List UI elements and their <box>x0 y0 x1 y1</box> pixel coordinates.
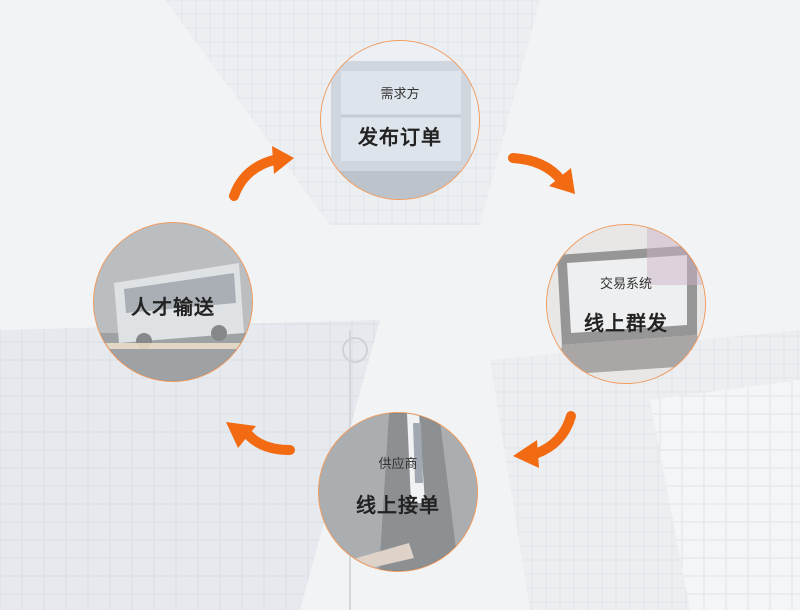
bus-photo <box>94 223 252 381</box>
office-photo <box>321 41 479 199</box>
flow-arrow-top-right <box>508 153 575 194</box>
laptop-photo <box>547 225 705 383</box>
step-node-online-accept: 供应商 线上接单 <box>318 412 478 572</box>
step-subtitle: 交易系统 <box>599 277 652 292</box>
step-title: 发布订单 <box>358 125 442 149</box>
step-title: 线上群发 <box>584 311 668 335</box>
step-title: 线上接单 <box>356 493 440 517</box>
handshake-photo <box>319 413 477 571</box>
step-node-talent-delivery: 人才输送 <box>93 222 253 382</box>
step-node-publish-order: 需求方 发布订单 <box>320 40 480 200</box>
step-node-online-broadcast: 交易系统 线上群发 <box>546 224 706 384</box>
flow-arrow-top-left <box>229 146 294 201</box>
step-subtitle: 供应商 <box>378 457 418 472</box>
step-subtitle: 需求方 <box>380 87 420 102</box>
flow-arrow-bottom-left <box>226 422 295 455</box>
flow-arrow-bottom-right <box>513 411 576 468</box>
step-title: 人才输送 <box>131 295 215 319</box>
